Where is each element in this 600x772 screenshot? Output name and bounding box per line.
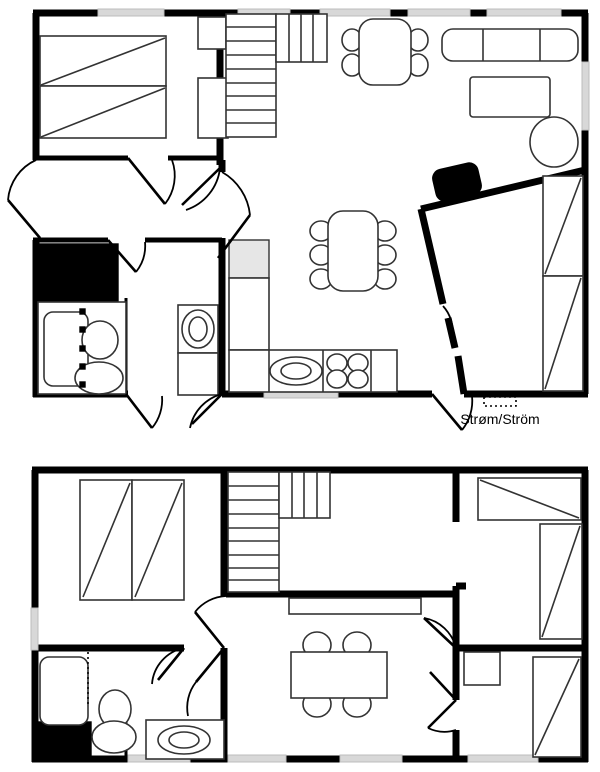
nightstand-lower — [197, 77, 229, 139]
coffee-table — [469, 76, 551, 118]
annex-beds — [542, 175, 584, 392]
bathtub-2 — [39, 656, 89, 726]
sink — [269, 356, 323, 386]
nightstand-2 — [463, 651, 501, 686]
floor-2-group — [30, 466, 589, 763]
shower-dark-2 — [34, 721, 92, 761]
shower-dark — [37, 243, 119, 303]
staircase-floor-1 — [225, 13, 328, 138]
bedroom-se-2-furniture — [463, 651, 582, 758]
bedroom-ne-2-furniture — [477, 477, 583, 640]
staircase-floor-2 — [227, 471, 422, 615]
dryer — [177, 352, 219, 396]
floor-1-doors — [7, 157, 474, 431]
washbasin — [81, 320, 119, 360]
tile-dots — [79, 308, 86, 388]
floor-2-doors — [151, 595, 457, 733]
utility-appliances — [177, 304, 219, 396]
living-dining-furniture — [309, 18, 579, 292]
nightstand-upper — [197, 16, 227, 50]
round-side-table — [529, 116, 579, 168]
bedroom-nw-2-furniture — [79, 479, 185, 601]
washbasin-2 — [91, 720, 137, 754]
bathroom-sw-2-furniture — [34, 652, 225, 761]
floor-1-windows — [97, 8, 590, 399]
bedroom-nw-furniture — [39, 16, 229, 139]
dining-table-small — [309, 210, 397, 292]
power-marker: Strøm/Ström — [460, 396, 540, 427]
bathroom-sw-furniture — [37, 243, 127, 395]
sofa-3seat — [441, 28, 579, 62]
counter-vertical — [228, 277, 270, 351]
kitchen-furniture — [228, 239, 398, 393]
dining-table-6 — [341, 18, 429, 86]
double-bed — [39, 35, 167, 139]
railing — [288, 597, 422, 615]
toilet — [74, 361, 124, 395]
power-label: Strøm/Ström — [460, 411, 539, 427]
washing-machine — [177, 304, 219, 354]
armchair-dark — [432, 162, 482, 202]
hob-4-burner — [326, 353, 369, 389]
fridge — [228, 239, 270, 279]
floor-2-inner-walls — [35, 470, 588, 759]
floor-1-group: Strøm/Ström — [7, 8, 590, 431]
table-4-chairs — [290, 631, 388, 718]
vanity-unit — [145, 719, 225, 760]
